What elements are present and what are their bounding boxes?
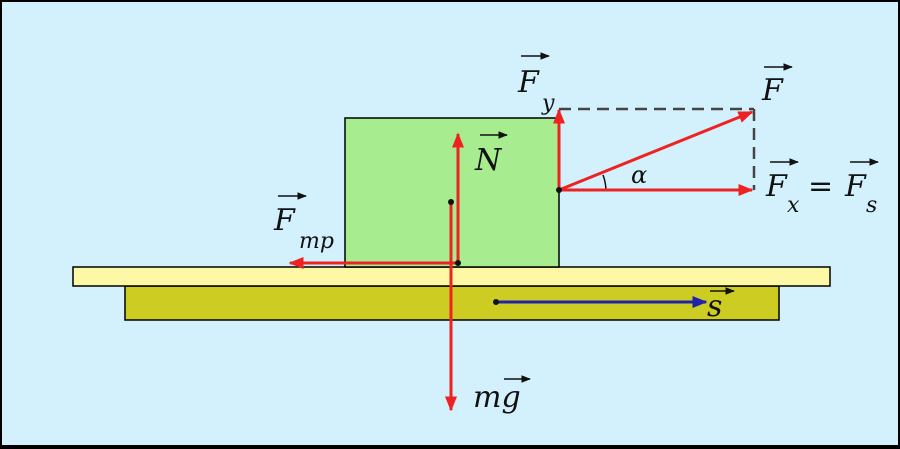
point-N-origin (455, 260, 461, 266)
svg-text:mg: mg (473, 380, 521, 415)
label-F: F (761, 63, 793, 108)
label-Ftr: F тр (273, 192, 334, 254)
label-Fy: F y (517, 52, 555, 116)
svg-text:s: s (707, 289, 722, 324)
svg-text:=: = (808, 169, 833, 204)
label-Fx-equals-Fs: F x = F s (765, 158, 879, 218)
svg-text:s: s (866, 193, 877, 218)
point-s-origin (493, 299, 499, 305)
svg-text:F: F (765, 169, 788, 204)
angle-arc (602, 174, 607, 191)
point-F-origin (556, 187, 562, 193)
svg-text:тр: тр (299, 229, 334, 254)
svg-text:F: F (844, 169, 867, 204)
label-s: s (707, 287, 735, 324)
svg-text:F: F (761, 73, 784, 108)
svg-text:F: F (517, 65, 540, 100)
point-mg-origin (448, 199, 454, 205)
label-alpha: α (631, 161, 647, 189)
svg-text:N: N (474, 143, 503, 178)
label-N: N (474, 131, 508, 178)
svg-text:x: x (787, 193, 800, 218)
component-dashed-lines (559, 107, 756, 190)
label-mg: mg (473, 375, 531, 415)
force-F-arrow (558, 110, 754, 192)
svg-text:F: F (273, 203, 296, 238)
svg-text:y: y (541, 91, 555, 116)
